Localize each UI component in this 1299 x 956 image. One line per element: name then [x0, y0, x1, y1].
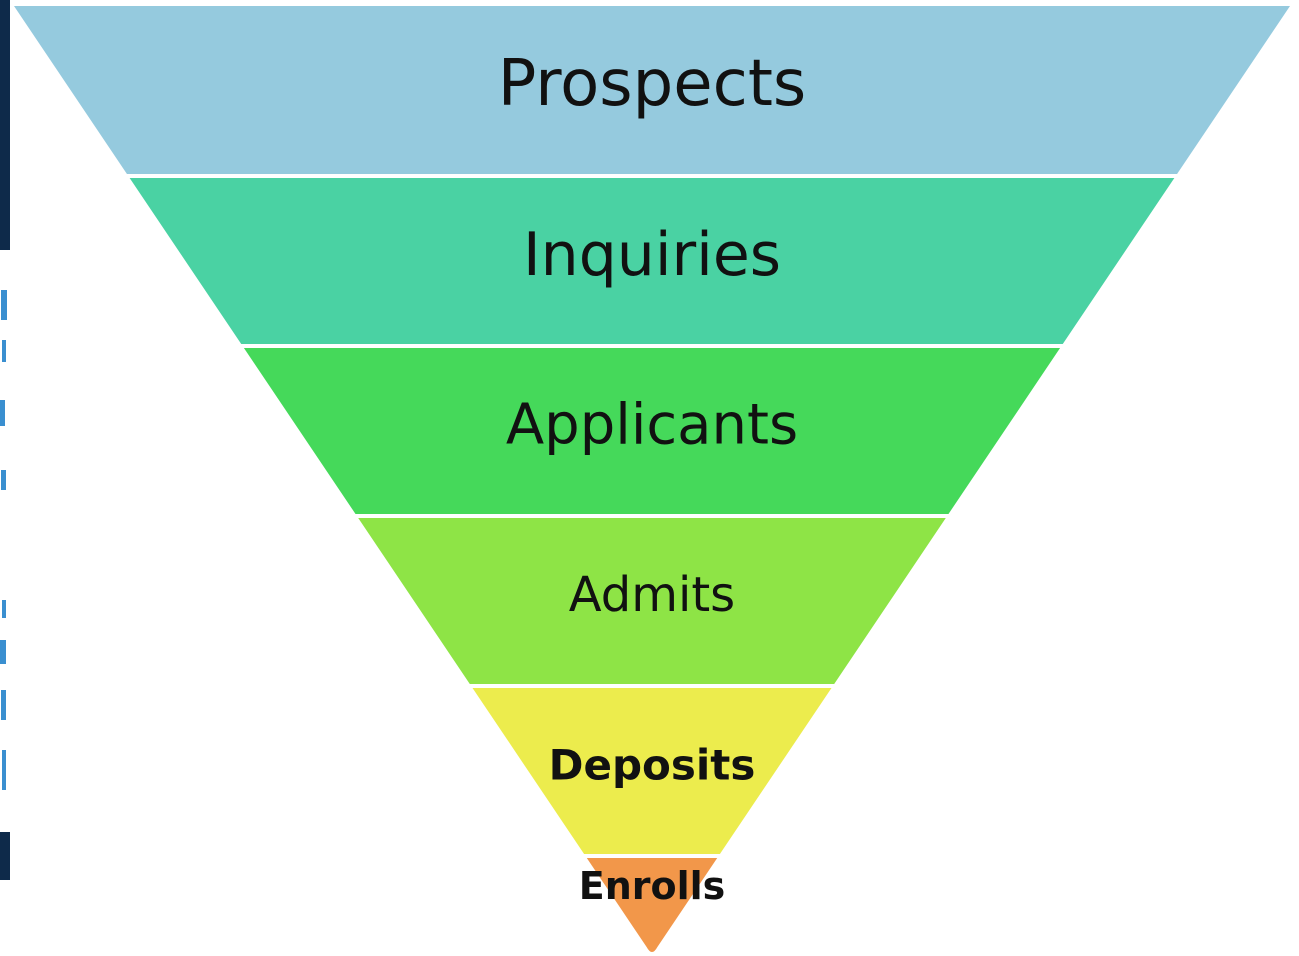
- funnel-stage-prospects: [14, 6, 1290, 174]
- funnel-stage-inquiries: [129, 178, 1175, 344]
- funnel-stage-enrolls: [586, 858, 718, 952]
- funnel-stage-label-admits: Admits: [569, 567, 735, 623]
- funnel-stage-deposits: [472, 688, 832, 854]
- funnel-stage-applicants: [243, 348, 1061, 514]
- funnel-stage-label-applicants: Applicants: [506, 393, 798, 458]
- funnel-stage-label-prospects: Prospects: [498, 47, 807, 121]
- funnel-stage-admits: [358, 518, 946, 684]
- funnel-stage-label-deposits: Deposits: [549, 741, 756, 790]
- funnel-stage-label-inquiries: Inquiries: [523, 220, 781, 290]
- background-image-fragment: [0, 0, 10, 880]
- funnel-stage-label-enrolls: Enrolls: [579, 864, 726, 908]
